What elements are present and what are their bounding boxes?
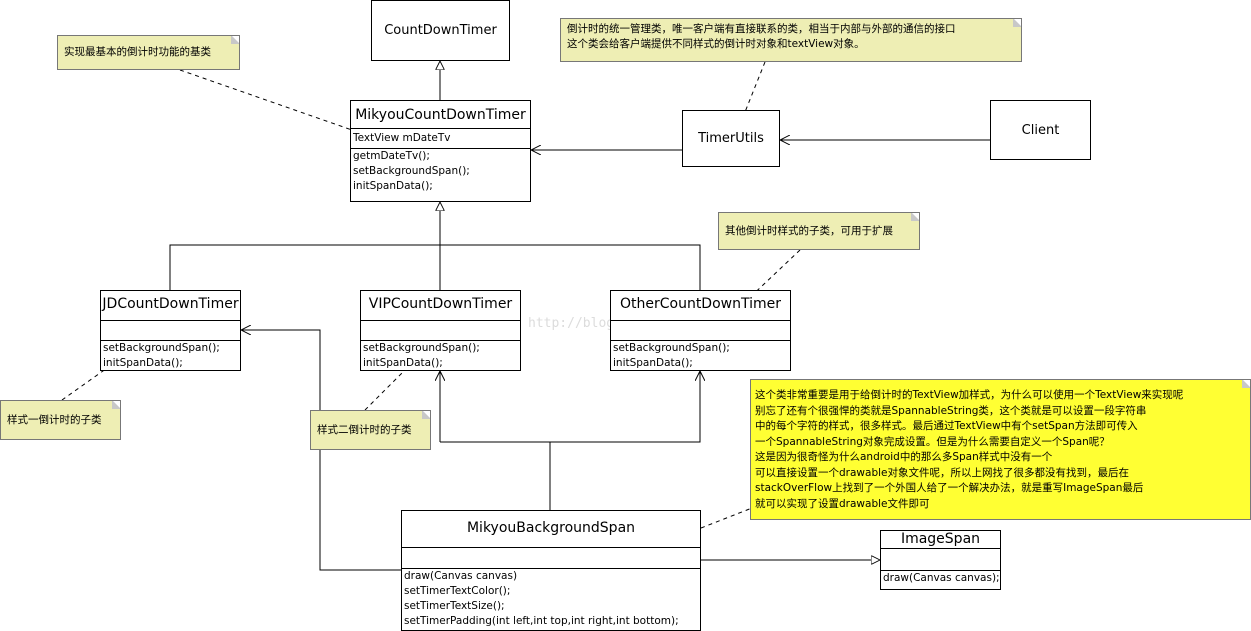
class-bgspan-methods: draw(Canvas canvas) setTimerTextColor();…	[402, 568, 700, 629]
note-timerutils-line-1: 倒计时的统一管理类，唯一客户端有直接联系的类，相当于内部与外部的通信的接口	[567, 23, 956, 35]
method-draw: draw(Canvas canvas)	[404, 570, 518, 582]
method-setbackgroundspan: setBackgroundSpan();	[363, 342, 480, 354]
anchor-note-style1	[61, 365, 111, 401]
class-bgspan-name: MikyouBackgroundSpan	[466, 520, 636, 536]
note-span-line-3: 中的每个字符的样式，很多样式。最后通过TextView中有个setSpan方法即…	[755, 420, 1138, 432]
class-other-fields	[611, 320, 790, 340]
note-timerutils: 倒计时的统一管理类，唯一客户端有直接联系的类，相当于内部与外部的通信的接口 这个…	[560, 18, 1022, 62]
class-client[interactable]: Client	[990, 100, 1091, 160]
class-mikyou-name: MikyouCountDownTimer	[355, 107, 526, 123]
method-initspandata: initSpanData();	[353, 180, 433, 192]
class-client-name: Client	[1021, 122, 1060, 138]
note-backgroundspan: 这个类非常重要是用于给倒计时的TextView加样式，为什么可以使用一个Text…	[750, 379, 1251, 520]
method-setbackgroundspan: setBackgroundSpan();	[353, 165, 470, 177]
note-basic-text: 实现最基本的倒计时功能的基类	[64, 46, 211, 58]
method-settimertextcolor: setTimerTextColor();	[404, 585, 511, 597]
class-mikyoucountdowntimer[interactable]: MikyouCountDownTimer TextView mDateTv ge…	[350, 100, 531, 202]
method-draw: draw(Canvas canvas);	[883, 572, 1000, 584]
assoc-to-other	[550, 371, 700, 443]
class-jd-methods: setBackgroundSpan(); initSpanData();	[101, 340, 240, 371]
class-vip-name: VIPCountDownTimer	[368, 296, 513, 312]
assoc-bgspan-jd	[241, 330, 401, 571]
class-other-name: OtherCountDownTimer	[619, 296, 781, 312]
note-fold-icon	[112, 401, 120, 409]
note-span-line-7: stackOverFlow上找到了一个外国人给了一个解决办法，就是重写Image…	[755, 482, 1144, 494]
note-span-line-5: 这是因为很奇怪为什么android中的那么多Span样式中没有一个	[755, 451, 1053, 463]
note-fold-icon	[231, 36, 239, 44]
note-fold-icon	[422, 411, 430, 419]
field-mdatetv: TextView mDateTv	[353, 132, 451, 144]
note-fold-icon	[911, 213, 919, 221]
note-span-line-1: 这个类非常重要是用于给倒计时的TextView加样式，为什么可以使用一个Text…	[755, 389, 1184, 401]
class-countdowntimer-name: CountDownTimer	[384, 23, 497, 38]
note-style1-text: 样式一倒计时的子类	[7, 414, 102, 426]
class-timerutils[interactable]: TimerUtils	[682, 110, 780, 167]
note-span-line-6: 可以直接设置一个drawable对象文件呢，所以上网找了很多都没有找到，最后在	[755, 466, 1129, 479]
method-settimertextsize: setTimerTextSize();	[404, 600, 505, 612]
class-mikyou-fields: TextView mDateTv	[351, 128, 530, 148]
note-other-subclass: 其他倒计时样式的子类，可用于扩展	[718, 212, 920, 250]
class-vip-fields	[361, 320, 520, 340]
class-jd-name: JDCountDownTimer	[102, 296, 239, 312]
note-style2-text: 样式二倒计时的子类	[317, 424, 412, 436]
assoc-bgspan-vip-other	[440, 441, 551, 510]
class-jd-fields	[101, 320, 240, 340]
note-span-line-2: 别忘了还有个很强悍的类就是SpannableString类，这个类就是可以设置一…	[755, 404, 1147, 417]
class-other-methods: setBackgroundSpan(); initSpanData();	[611, 340, 790, 371]
method-setbackgroundspan: setBackgroundSpan();	[613, 342, 730, 354]
note-fold-icon	[1242, 380, 1250, 388]
class-timerutils-name: TimerUtils	[698, 131, 764, 146]
method-getmdatetv: getmDateTv();	[353, 150, 430, 162]
anchor-note-timerutils	[744, 61, 766, 113]
class-mikyoubackgroundspan[interactable]: MikyouBackgroundSpan draw(Canvas canvas)…	[401, 510, 701, 631]
class-countdowntimer[interactable]: CountDownTimer	[371, 0, 510, 61]
note-fold-icon	[1013, 19, 1021, 27]
method-initspandata: initSpanData();	[363, 357, 443, 369]
class-othercountdowntimer[interactable]: OtherCountDownTimer setBackgroundSpan();…	[610, 290, 791, 371]
class-vip-methods: setBackgroundSpan(); initSpanData();	[361, 340, 520, 371]
class-imagespan-name: ImageSpan	[900, 531, 981, 547]
note-basic-class: 实现最基本的倒计时功能的基类	[57, 35, 240, 70]
note-style1: 样式一倒计时的子类	[0, 400, 121, 440]
class-mikyou-methods: getmDateTv(); setBackgroundSpan(); initS…	[351, 148, 530, 194]
class-imagespan-fields	[881, 548, 1000, 570]
method-initspandata: initSpanData();	[613, 357, 693, 369]
note-span-line-4: 一个SpannableString对象完成设置。但是为什么需要自定义一个Span…	[755, 435, 1110, 448]
class-imagespan[interactable]: ImageSpan draw(Canvas canvas);	[880, 530, 1001, 590]
note-style2: 样式二倒计时的子类	[310, 410, 431, 450]
method-setbackgroundspan: setBackgroundSpan();	[103, 342, 220, 354]
method-initspandata: initSpanData();	[103, 357, 183, 369]
class-jdcountdowntimer[interactable]: JDCountDownTimer setBackgroundSpan(); in…	[100, 290, 241, 371]
class-bgspan-fields	[402, 547, 700, 568]
gen-subclasses-mikyou	[169, 244, 701, 290]
class-imagespan-methods: draw(Canvas canvas);	[881, 570, 1000, 586]
note-span-line-8: 就可以实现了设置drawable文件即可	[755, 497, 930, 510]
anchor-note-span	[700, 507, 753, 529]
note-timerutils-line-2: 这个类会给客户端提供不同样式的倒计时对象和textView对象。	[567, 38, 865, 50]
method-settimerpadding: setTimerPadding(int left,int top,int rig…	[404, 615, 679, 627]
class-vipcountdowntimer[interactable]: VIPCountDownTimer setBackgroundSpan(); i…	[360, 290, 521, 371]
note-other-text: 其他倒计时样式的子类，可用于扩展	[725, 225, 893, 237]
